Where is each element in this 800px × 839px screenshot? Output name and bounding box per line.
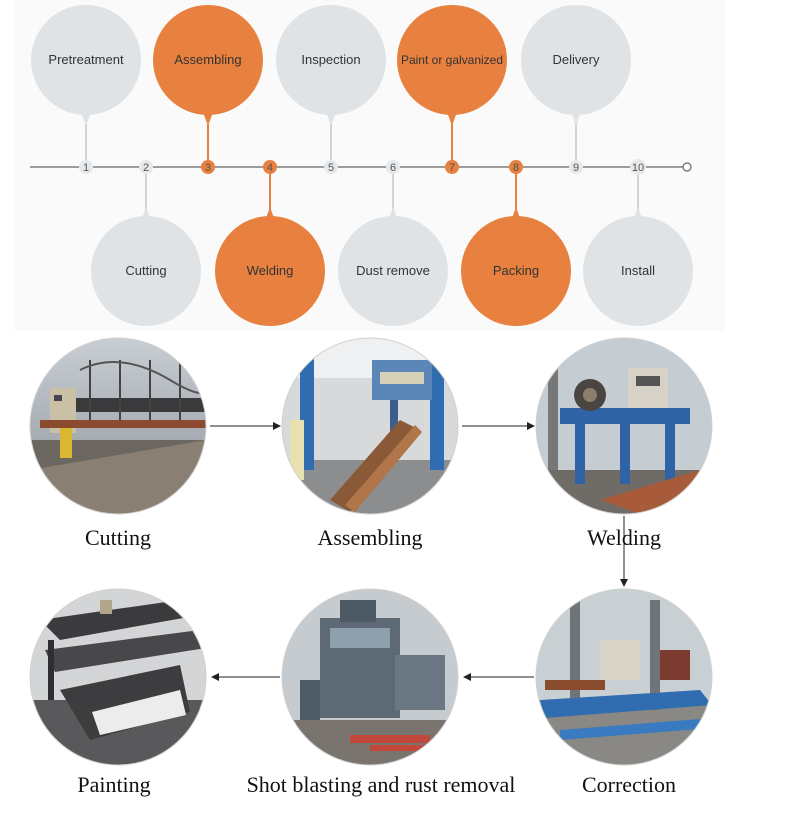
top-step-2: Assembling	[153, 5, 263, 161]
bottom-step-label: Packing	[493, 263, 539, 278]
bottom-step-3: Dust remove	[338, 173, 448, 326]
bottom-step-label: Dust remove	[356, 263, 430, 278]
node-number: 5	[328, 162, 334, 174]
bottom-step-2: Welding	[215, 173, 325, 326]
bottom-step-bubble	[215, 216, 325, 326]
node-3: 3	[201, 160, 215, 174]
top-step-label: Inspection	[301, 52, 360, 67]
top-step-5: Delivery	[521, 5, 631, 161]
bottom-step-bubble	[461, 216, 571, 326]
bottom-step-4: Packing	[461, 173, 571, 326]
painting-photo-frame	[29, 588, 207, 766]
node-number: 3	[205, 162, 211, 174]
welding-machine-photo	[536, 338, 712, 514]
painted-beams-photo	[30, 589, 206, 765]
caption-assembling: Assembling	[317, 525, 422, 550]
node-number: 6	[390, 162, 396, 174]
assembling-photo-frame	[281, 337, 459, 515]
bottom-step-bubble	[583, 216, 693, 326]
node-10: 10	[630, 159, 646, 175]
top-step-3: Inspection	[276, 5, 386, 161]
node-number: 8	[513, 162, 519, 174]
node-8: 8	[509, 160, 523, 174]
node-circle	[263, 160, 277, 174]
bottom-step-label: Welding	[247, 263, 294, 278]
top-step-label: Delivery	[553, 52, 600, 67]
node-circle	[139, 160, 153, 174]
top-step-pointer	[81, 112, 91, 126]
node-5: 5	[324, 160, 338, 174]
shot-blasting-machine-photo	[282, 589, 458, 765]
node-circle	[630, 159, 646, 175]
caption-correction: Correction	[582, 772, 676, 797]
node-2: 2	[139, 160, 153, 174]
top-step-bubble	[153, 5, 263, 115]
caption-cutting: Cutting	[85, 525, 151, 550]
node-9: 9	[569, 160, 583, 174]
bottom-step-5: Install	[583, 173, 693, 326]
node-circle	[569, 160, 583, 174]
top-step-pointer	[571, 112, 581, 126]
bottom-step-1: Cutting	[91, 173, 201, 326]
node-circle	[509, 160, 523, 174]
node-4: 4	[263, 160, 277, 174]
top-step-label: Pretreatment	[48, 52, 124, 67]
node-number: 1	[83, 162, 89, 174]
top-step-bubble	[521, 5, 631, 115]
top-step-pointer	[326, 112, 336, 126]
top-step-bubble	[276, 5, 386, 115]
caption-shot-blasting: Shot blasting and rust removal	[247, 772, 516, 797]
bottom-step-bubble	[91, 216, 201, 326]
caption-welding: Welding	[587, 525, 661, 550]
node-number: 10	[632, 162, 644, 174]
node-number: 2	[143, 162, 149, 174]
top-step-pointer	[447, 112, 457, 126]
top-step-pointer	[203, 112, 213, 126]
node-number: 4	[267, 162, 273, 174]
node-7: 7	[445, 160, 459, 174]
top-step-label: Paint or galvanized	[401, 53, 503, 67]
caption-painting: Painting	[77, 772, 150, 797]
cutting-machine-photo	[30, 338, 206, 514]
node-circle	[79, 160, 93, 174]
top-step-4: Paint or galvanized	[397, 5, 507, 161]
bottom-step-bubble	[338, 216, 448, 326]
node-circle	[324, 160, 338, 174]
top-step-bubble	[31, 5, 141, 115]
assembling-machine-photo	[282, 338, 458, 514]
correction-photo-frame	[535, 588, 713, 766]
node-circle	[386, 160, 400, 174]
top-step-1: Pretreatment	[31, 5, 141, 161]
timeline-end-marker	[682, 162, 692, 172]
node-circle	[201, 160, 215, 174]
top-step-label: Assembling	[174, 52, 241, 67]
node-6: 6	[386, 160, 400, 174]
bottom-step-label: Install	[621, 263, 655, 278]
bottom-step-label: Cutting	[125, 263, 166, 278]
node-1: 1	[79, 160, 93, 174]
shot-blasting-photo-frame	[281, 588, 459, 766]
node-number: 9	[573, 162, 579, 174]
node-circle	[445, 160, 459, 174]
top-step-bubble	[397, 5, 507, 115]
node-number: 7	[449, 162, 455, 174]
cutting-photo-frame	[29, 337, 207, 515]
correction-line-photo	[536, 589, 712, 765]
welding-photo-frame	[535, 337, 713, 515]
